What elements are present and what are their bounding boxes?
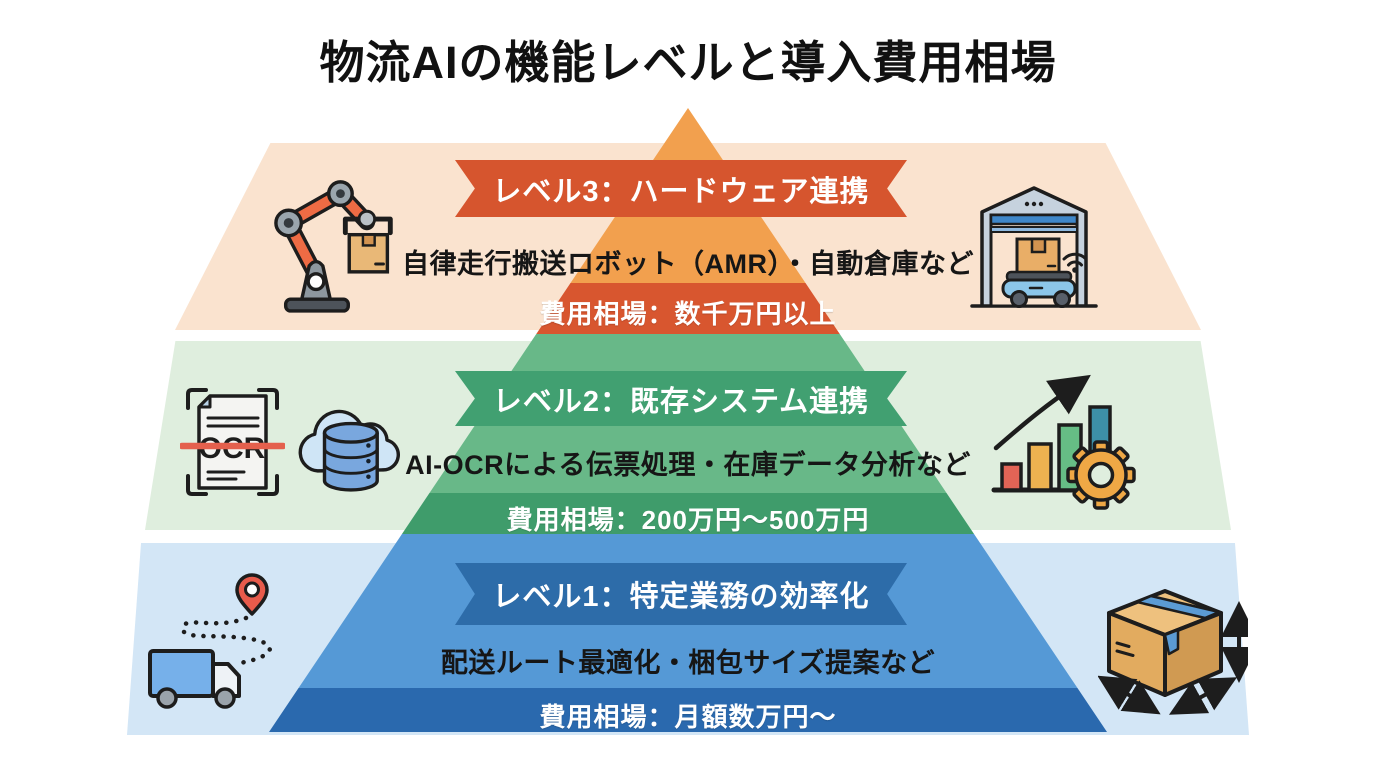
package-size-icon: [1098, 589, 1248, 715]
level-2-ribbon: レベル2：既存システム連携: [455, 371, 907, 426]
level-1-ribbon: レベル1：特定業務の効率化: [455, 563, 907, 625]
level-2-ribbon-label: レベル2：既存システム連携: [492, 385, 870, 418]
ocr-document-icon: OCR: [180, 388, 285, 496]
level-2-description: AI-OCRによる伝票処理・在庫データ分析など: [405, 450, 971, 480]
level-3-ribbon: レベル3：ハードウェア連携: [455, 160, 907, 217]
level-3-description: 自律走行搬送ロボット（AMR）・自動倉庫など: [402, 249, 974, 279]
level-2-cost-label: 費用相場：200万円〜500万円: [506, 505, 870, 535]
cloud-database-icon: [298, 409, 400, 492]
analytics-growth-gear-icon: [991, 374, 1136, 510]
level-1-ribbon-label: レベル1：特定業務の効率化: [492, 581, 870, 613]
delivery-route-icon: [148, 573, 272, 709]
robot-arm-icon: [274, 180, 393, 313]
level-1-cost-label: 費用相場：月額数万円〜: [539, 702, 837, 732]
level-1-description: 配送ルート最適化・梱包サイズ提案など: [440, 648, 936, 678]
level-1-cost-band: [269, 688, 1107, 732]
level-3-ribbon-label: レベル3：ハードウェア連携: [492, 175, 870, 208]
page-title: 物流AIの機能レベルと導入費用相場: [319, 37, 1057, 88]
level-3-cost-label: 費用相場：数千万円以上: [539, 299, 837, 329]
automated-warehouse-icon: [970, 186, 1098, 308]
